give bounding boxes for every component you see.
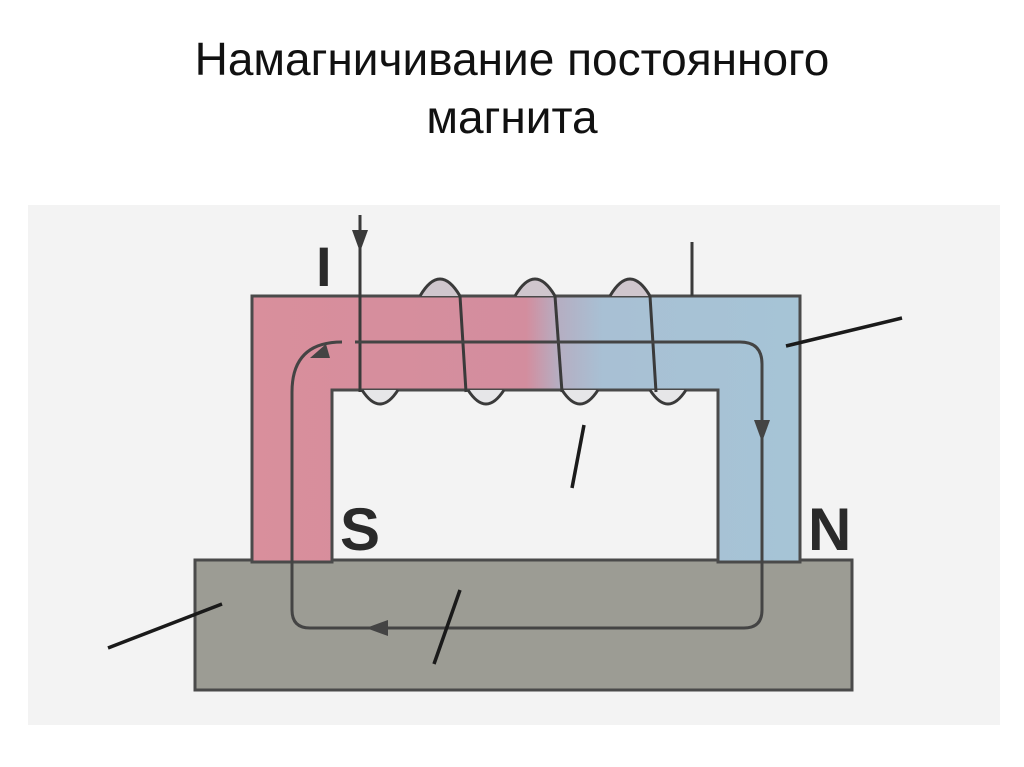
- current-label: I: [316, 235, 332, 298]
- current-arrow-icon: [352, 230, 368, 252]
- field-arrow-top-icon: [310, 344, 330, 358]
- base-plate: [193, 558, 854, 692]
- callout-lines: [107, 316, 903, 665]
- north-pole-label: N: [808, 496, 851, 563]
- field-direction-arrows: [310, 344, 770, 636]
- field-line: [290, 340, 764, 630]
- coil-top-loops: [418, 277, 652, 297]
- south-pole-label: S: [340, 496, 380, 563]
- field-arrow-right-icon: [754, 420, 770, 442]
- field-arrow-bottom-icon: [366, 620, 388, 636]
- slide-title: Намагничивание постоянного магнита: [0, 30, 1024, 146]
- title-line-2: магнита: [426, 91, 598, 143]
- horseshoe-magnet: [250, 294, 802, 564]
- coil-bottom-loops: [360, 389, 688, 406]
- title-line-1: Намагничивание постоянного: [194, 33, 830, 85]
